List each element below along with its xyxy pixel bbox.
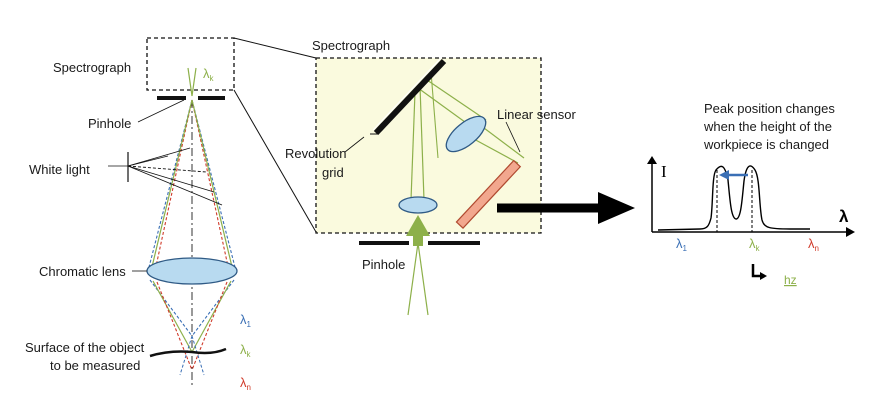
label-hz: hz [784, 273, 797, 287]
object-surface [149, 347, 227, 358]
lambda-k-top: λk [203, 66, 215, 83]
label-surface-line1: Surface of the object [25, 340, 145, 355]
spectrum-plot [647, 156, 855, 280]
label-peak-note-3: workpiece is changed [703, 137, 829, 152]
label-chromatic-lens: Chromatic lens [39, 264, 126, 279]
spectrograph-box-small [146, 37, 235, 91]
lambda-k-plot: λk [749, 236, 761, 253]
spectrum-curve [657, 165, 810, 231]
lambda-k-left: λk [240, 342, 252, 359]
label-spectrograph-left: Spectrograph [53, 60, 131, 75]
plot-y-label: I [661, 162, 667, 181]
spectrograph-lens [445, 115, 487, 153]
spectrograph-enlarged [315, 57, 542, 246]
linear-sensor [455, 159, 522, 229]
collimator-lens [398, 196, 438, 214]
lambda-n-plot: λn [808, 236, 819, 253]
plot-x-label: λ [839, 207, 849, 226]
label-peak-note-1: Peak position changes [704, 101, 835, 116]
label-pinhole-center: Pinhole [362, 257, 405, 272]
label-peak-note-2: when the height of the [703, 119, 832, 134]
lambda-n-left: λn [240, 375, 251, 392]
revolution-grid [373, 58, 447, 136]
label-surface-line2: to be measured [50, 358, 140, 373]
label-revolution: Revolution [285, 146, 346, 161]
lambda-1-left: λ1 [240, 312, 252, 329]
label-spectrograph-box: Spectrograph [312, 38, 390, 53]
lambda-1-plot: λ1 [676, 236, 688, 253]
input-light-arrow [406, 215, 430, 246]
zoom-line-top [233, 37, 317, 59]
zoom-line-bottom [233, 89, 317, 233]
label-grid: grid [322, 165, 344, 180]
label-linear-sensor: Linear sensor [497, 107, 576, 122]
chromatic-lens [146, 257, 238, 285]
height-indicator-arrow [751, 264, 762, 278]
label-pinhole-left: Pinhole [88, 116, 131, 131]
left-optical-column [108, 37, 317, 386]
label-white-light: White light [29, 162, 90, 177]
